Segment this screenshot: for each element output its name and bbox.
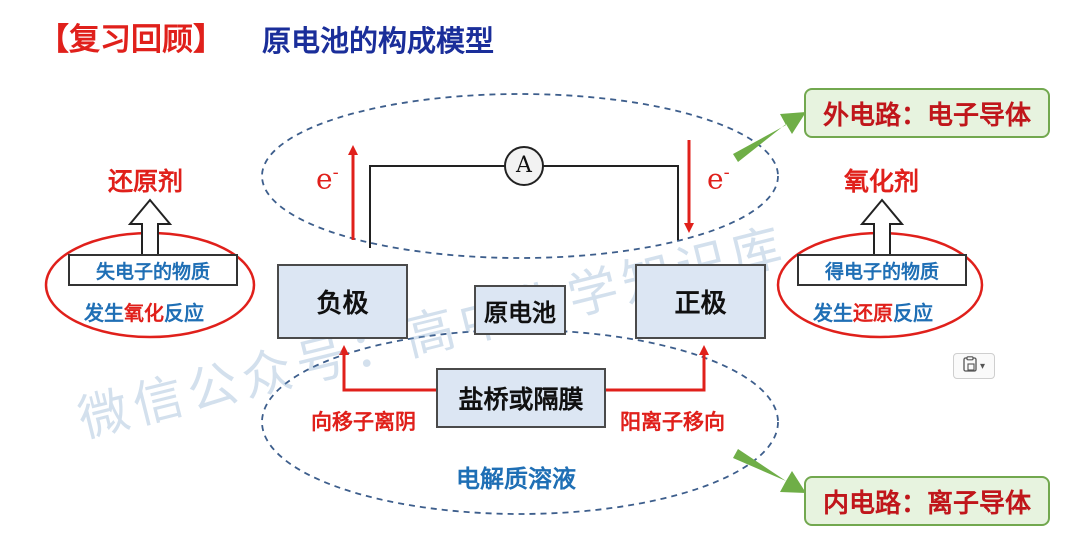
chevron-down-icon: ▾ [979,360,986,372]
right-hollow-arrow [859,198,905,257]
reaction-keyword: 还原 [853,301,893,325]
reaction-suffix: 反应 [164,301,204,325]
left-hollow-arrow [127,198,173,257]
anion-arrow [339,345,436,392]
internal-green-arrow [733,449,806,493]
page-title: 原电池的构成模型 [262,24,495,58]
electron-charge: - [332,162,339,183]
clipboard-icon [963,356,977,376]
reaction-prefix: 发生 [84,301,124,325]
salt-bridge-box: 盐桥或隔膜 [436,368,606,428]
cell-center-label: 原电池 [474,285,566,335]
left-agent-box: 失电子的物质 [68,254,238,286]
electron-label-right: e- [707,162,730,195]
electron-label-left: e- [316,162,339,195]
right-agent-box: 得电子的物质 [797,254,967,286]
internal-circuit-label: 内电路：离子导体 [804,476,1050,526]
negative-electrode: 负极 [277,264,408,339]
external-circuit-label: 外电路：电子导体 [804,88,1050,138]
external-wire [369,165,679,248]
electron-symbol: e [316,162,333,196]
external-circuit-ellipse [261,93,779,259]
left-reaction-label: 发生氧化反应 [84,297,204,326]
title-tag: 【复习回顾】 [38,22,224,58]
cation-direction-label: 阳离子移向 [620,410,725,434]
electron-symbol: e [707,162,724,196]
cation-arrow [606,345,709,392]
ammeter-label: A [516,153,532,178]
oxidizing-agent-label: 氧化剂 [844,167,920,196]
reaction-keyword: 氧化 [124,301,164,325]
anion-direction-label: 向移子离阴 [311,410,416,434]
positive-electrode: 正极 [635,264,766,339]
electron-charge: - [723,162,730,183]
electrolyte-label: 电解质溶液 [456,465,576,493]
paste-options-button[interactable]: ▾ [953,353,995,379]
reaction-prefix: 发生 [813,301,853,325]
reducing-agent-label: 还原剂 [108,167,184,196]
ammeter-circle [504,146,544,186]
right-reaction-label: 发生还原反应 [813,297,933,326]
reaction-suffix: 反应 [893,301,933,325]
external-green-arrow [733,112,806,162]
